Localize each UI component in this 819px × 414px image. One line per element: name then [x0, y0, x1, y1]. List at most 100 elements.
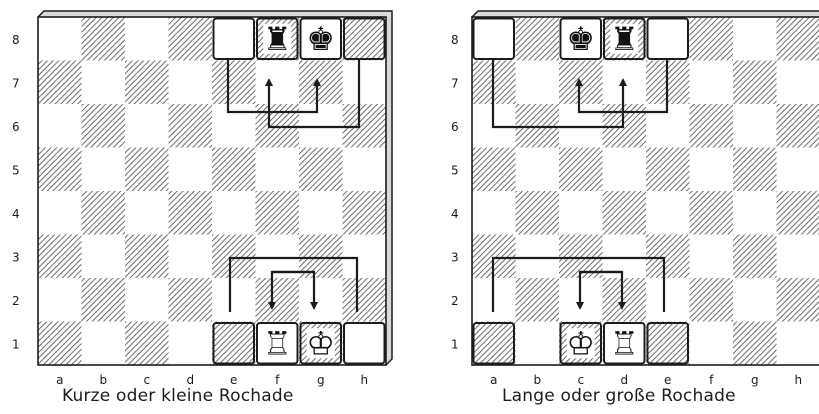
- rank-label-7: 7: [451, 76, 459, 90]
- square-d5: [603, 148, 647, 192]
- square-c5: [125, 148, 169, 192]
- square-f5: [690, 148, 734, 192]
- square-g7: [299, 61, 343, 105]
- highlight-square-a8: [474, 19, 515, 60]
- white-rook-icon: ♖: [610, 324, 639, 362]
- square-b1: [516, 322, 560, 366]
- square-a4: [472, 191, 516, 235]
- square-h6: [343, 104, 387, 148]
- square-c8: [125, 17, 169, 61]
- square-h2: [777, 278, 819, 322]
- square-h5: [343, 148, 387, 192]
- rank-label-7: 7: [12, 76, 20, 90]
- file-label-c: c: [577, 373, 584, 387]
- file-label-e: e: [664, 373, 671, 387]
- rank-label-1: 1: [12, 337, 20, 351]
- square-f4: [256, 191, 300, 235]
- square-e2: [646, 278, 690, 322]
- square-e5: [212, 148, 256, 192]
- white-rook-icon: ♖: [263, 324, 292, 362]
- square-d3: [169, 235, 213, 279]
- square-e4: [212, 191, 256, 235]
- square-d7: [603, 61, 647, 105]
- file-label-a: a: [56, 373, 63, 387]
- square-h1: [777, 322, 819, 366]
- square-h7: [777, 61, 819, 105]
- square-d6: [169, 104, 213, 148]
- file-label-e: e: [230, 373, 237, 387]
- file-label-c: c: [143, 373, 150, 387]
- square-d4: [169, 191, 213, 235]
- rank-label-6: 6: [12, 120, 20, 134]
- square-b7: [82, 61, 126, 105]
- square-g7: [733, 61, 777, 105]
- square-c5: [559, 148, 603, 192]
- file-label-g: g: [317, 373, 325, 387]
- square-b2: [82, 278, 126, 322]
- square-f2: [256, 278, 300, 322]
- square-g1: [733, 322, 777, 366]
- black-king-icon: ♚: [566, 20, 595, 58]
- square-e6: [212, 104, 256, 148]
- square-c4: [125, 191, 169, 235]
- caption-long-castling: Lange oder große Rochade: [502, 386, 736, 406]
- square-e4: [646, 191, 690, 235]
- square-g5: [733, 148, 777, 192]
- square-b4: [82, 191, 126, 235]
- square-f4: [690, 191, 734, 235]
- square-a3: [38, 235, 82, 279]
- square-a7: [38, 61, 82, 105]
- square-a2: [38, 278, 82, 322]
- square-b3: [82, 235, 126, 279]
- square-e7: [212, 61, 256, 105]
- square-e2: [212, 278, 256, 322]
- square-g6: [299, 104, 343, 148]
- square-h2: [343, 278, 387, 322]
- square-a6: [38, 104, 82, 148]
- square-e3: [646, 235, 690, 279]
- square-a5: [38, 148, 82, 192]
- rank-label-3: 3: [451, 250, 459, 264]
- square-f8: [690, 17, 734, 61]
- square-c1: [125, 322, 169, 366]
- square-a5: [472, 148, 516, 192]
- black-rook-icon: ♜: [263, 20, 292, 58]
- square-e3: [212, 235, 256, 279]
- file-label-f: f: [709, 373, 714, 387]
- square-f2: [690, 278, 734, 322]
- rank-label-5: 5: [12, 163, 20, 177]
- highlight-square-e8: [214, 19, 255, 60]
- file-label-d: d: [186, 373, 194, 387]
- square-f6: [256, 104, 300, 148]
- rank-label-6: 6: [451, 120, 459, 134]
- rank-label-3: 3: [12, 250, 20, 264]
- square-f3: [690, 235, 734, 279]
- square-d4: [603, 191, 647, 235]
- square-b6: [516, 104, 560, 148]
- square-h3: [777, 235, 819, 279]
- square-e5: [646, 148, 690, 192]
- square-g3: [733, 235, 777, 279]
- square-g4: [299, 191, 343, 235]
- square-c7: [125, 61, 169, 105]
- rank-label-4: 4: [451, 207, 459, 221]
- rank-label-8: 8: [451, 33, 459, 47]
- highlight-square-e1: [214, 323, 255, 364]
- square-f7: [256, 61, 300, 105]
- square-d8: [169, 17, 213, 61]
- square-c3: [125, 235, 169, 279]
- square-h6: [777, 104, 819, 148]
- square-g4: [733, 191, 777, 235]
- square-g6: [733, 104, 777, 148]
- file-label-f: f: [275, 373, 280, 387]
- square-g5: [299, 148, 343, 192]
- square-c6: [125, 104, 169, 148]
- square-d5: [169, 148, 213, 192]
- square-a1: [38, 322, 82, 366]
- rank-label-2: 2: [12, 294, 20, 308]
- square-h4: [343, 191, 387, 235]
- square-b3: [516, 235, 560, 279]
- square-d2: [603, 278, 647, 322]
- square-f5: [256, 148, 300, 192]
